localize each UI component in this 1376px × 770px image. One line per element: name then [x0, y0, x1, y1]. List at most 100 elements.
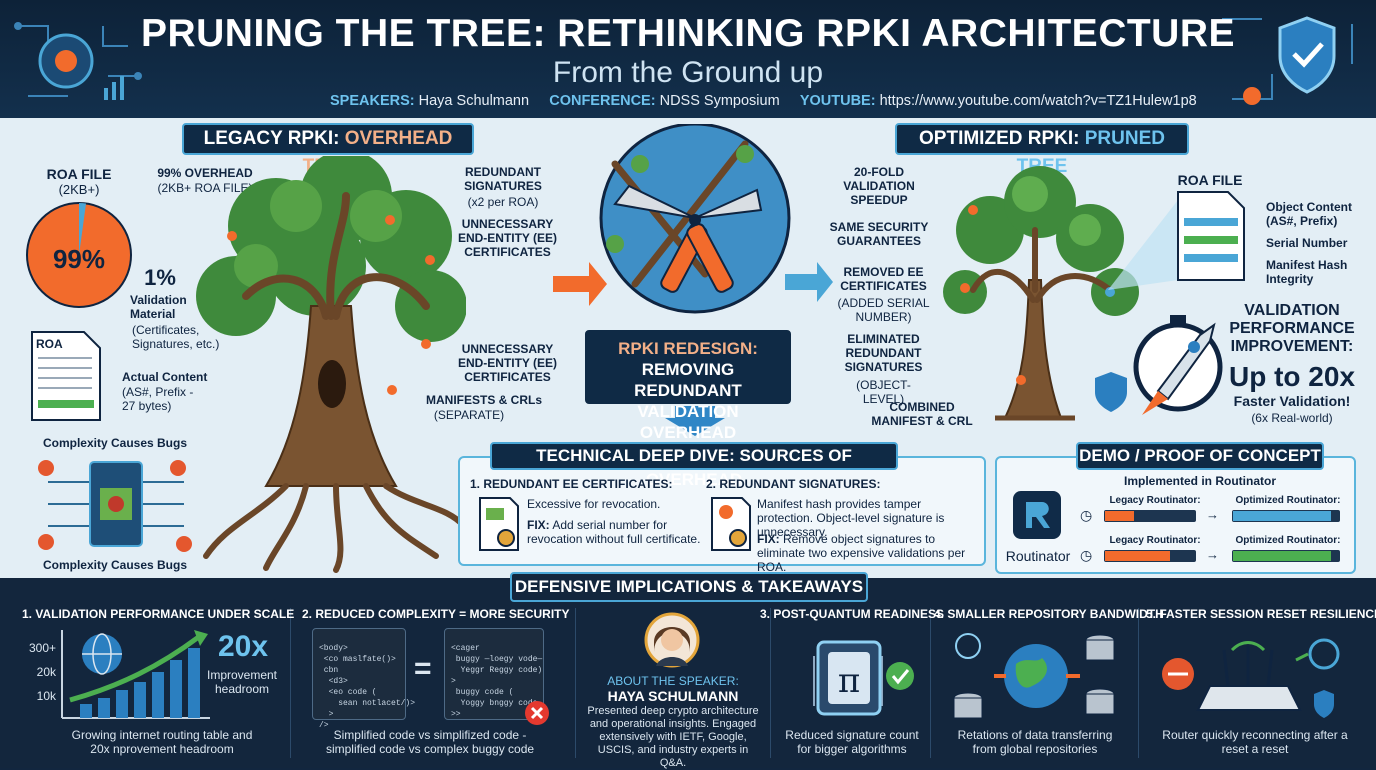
- header-banner: PRUNING THE TREE: RETHINKING RPKI ARCHIT…: [0, 0, 1376, 118]
- legacy-bar-2: [1104, 550, 1196, 562]
- removed-ee-sub: (ADDED SERIAL NUMBER): [837, 296, 930, 324]
- routinator-logo-label: Routinator: [1005, 548, 1071, 564]
- optimized-heading: OPTIMIZED RPKI: PRUNED TREE: [895, 123, 1189, 177]
- arrow-right-icon: [553, 262, 607, 306]
- speaker-bio: Presented deep crypto architecture and o…: [587, 705, 759, 769]
- redundant-signatures-sub: (x2 per ROA): [467, 195, 539, 209]
- growth-bar-chart-icon: [61, 630, 210, 719]
- twenty-x-label: 20x: [217, 630, 269, 663]
- arrow-right-icon-2: [785, 262, 833, 302]
- divider: [770, 608, 771, 758]
- pruned-tree-illustration: [943, 166, 1139, 421]
- deep-dive-item2-title: 2. REDUNDANT SIGNATURES:: [706, 477, 881, 491]
- optimized-roa-document-icon: [1108, 191, 1245, 290]
- bug-icon: [55, 50, 77, 72]
- arrow-down-icon: [665, 406, 725, 436]
- validation-material-sub: (Certificates, Signatures, etc.): [132, 323, 220, 351]
- optimized-heading-a: OPTIMIZED RPKI:: [919, 128, 1085, 149]
- perf-sub: Faster Validation!: [1233, 393, 1351, 409]
- refresh-icon: [1308, 638, 1340, 670]
- youtube-link[interactable]: https://www.youtube.com/watch?v=TZ1Hulew…: [879, 93, 1197, 109]
- redesign-line1: RPKI REDESIGN:: [618, 339, 758, 358]
- page-title: PRUNING THE TREE: RETHINKING RPKI ARCHIT…: [140, 12, 1236, 55]
- redesign-box: RPKI REDESIGN: REMOVING REDUNDANT VALIDA…: [585, 330, 791, 442]
- deep-dive-item2-fix: FIX: Remove object signatures to elimina…: [757, 532, 966, 574]
- divider: [290, 608, 291, 758]
- takeaway-3-title: 3. POST-QUANTUM READINESS: [760, 607, 945, 621]
- legacy-heading-a: LEGACY RPKI:: [203, 128, 345, 149]
- complexity-top-label: Complexity Causes Bugs: [42, 436, 188, 450]
- removed-ee-label: REMOVED EE CERTIFICATES: [840, 265, 927, 293]
- manifest-hash-label: Manifest Hash Integrity: [1266, 258, 1348, 286]
- perf-note: (6x Real-world): [1251, 411, 1333, 425]
- speakers-value: Haya Schulmann: [418, 93, 530, 109]
- perf-big: Up to 20x: [1228, 361, 1356, 392]
- deep-dive-item1-text: Excessive for revocation.: [527, 497, 661, 511]
- speaker-about-label: ABOUT THE SPEAKER:: [607, 674, 739, 688]
- divider: [575, 608, 576, 758]
- deep-dive-item1-fix: FIX: Add serial number for revocation wi…: [527, 518, 701, 546]
- deep-dive-item2-text: Manifest hash provides tamper protection…: [757, 497, 945, 539]
- legacy-bar-1: [1104, 510, 1196, 522]
- takeaways-panel: [0, 578, 1376, 768]
- optimized-bar-1-fill: [1233, 511, 1331, 521]
- validation-material-label: Validation Material: [130, 293, 187, 321]
- legacy-routinator-label-2: Legacy Routinator:: [1109, 535, 1201, 546]
- optimized-roa-title: ROA FILE: [1177, 172, 1243, 188]
- axis-label-300: 300+: [28, 641, 56, 655]
- legacy-heading: LEGACY RPKI: OVERHEAD TREE: [182, 123, 474, 177]
- object-content-label: Object Content (AS#, Prefix): [1266, 200, 1352, 228]
- one-percent-label: 1%: [144, 265, 176, 290]
- twenty-x-sub: Improvement headroom: [206, 668, 278, 696]
- divider: [930, 608, 931, 758]
- pi-icon: π: [838, 661, 860, 701]
- routinator-logo-icon: [1013, 491, 1061, 539]
- buggy-code-panel: <cager buggy —loegy vode— Yeggr Reggy co…: [444, 628, 544, 720]
- optimized-routinator-label-1: Optimized Routinator:: [1235, 495, 1341, 506]
- simplified-code-panel: <body> <co maslfate()> cbn <d3> <eo code…: [312, 628, 415, 730]
- legacy-tree-illustration: [196, 156, 466, 573]
- takeaway-2-title: 2. REDUCED COMPLEXITY = MORE SECURITY: [302, 607, 570, 621]
- eliminated-label: ELIMINATED REDUNDANT SIGNATURES: [844, 332, 923, 374]
- legacy-bar-1-fill: [1105, 511, 1134, 521]
- manifests-label: MANIFESTS & CRLs: [425, 393, 542, 407]
- error-x-icon: [525, 701, 549, 725]
- overhead-title: 99% OVERHEAD: [157, 166, 253, 180]
- stopwatch-icon-2: ◷: [1080, 547, 1093, 563]
- deep-dive-heading: TECHNICAL DEEP DIVE: SOURCES OF OVERHEAD: [490, 442, 898, 489]
- roa-file-title: ROA FILE: [46, 166, 112, 182]
- redundant-signatures-label: REDUNDANT SIGNATURES: [464, 165, 542, 193]
- roa-file-size: (2KB+): [58, 182, 100, 197]
- arrow-2: →: [1206, 547, 1219, 562]
- eliminated-sub: (OBJECT-LEVEL): [856, 378, 911, 406]
- speaker-avatar: [644, 612, 700, 668]
- youtube-label: YOUTUBE:: [799, 93, 876, 109]
- shears-icon: [613, 184, 763, 293]
- takeaway-3-caption: Reduced signature count for bigger algor…: [785, 728, 919, 756]
- speakers-label: SPEAKERS:: [330, 93, 415, 109]
- actual-content-label: Actual Content: [122, 370, 208, 384]
- pie-content-slice: [79, 203, 86, 255]
- complexity-bottom-label: Complexity Causes Bugs: [42, 558, 188, 572]
- takeaway-4-caption: Retations of data transferring from glob…: [957, 728, 1113, 756]
- buggy-chip-icon: [38, 460, 192, 552]
- serial-number-label: Serial Number: [1266, 236, 1348, 250]
- optimized-bar-2: [1232, 550, 1340, 562]
- certificate-icon: [479, 497, 519, 551]
- conference-value: NDSS Symposium: [659, 93, 780, 109]
- quantum-chip-icon: π: [813, 640, 914, 716]
- arrow-1: →: [1206, 507, 1219, 522]
- pruning-shears-illustration: [553, 124, 833, 436]
- deep-dive-item1-title: 1. REDUNDANT EE CERTIFICATES:: [470, 477, 673, 491]
- legacy-routinator-label-1: Legacy Routinator:: [1109, 495, 1201, 506]
- legacy-bar-2-fill: [1105, 551, 1170, 561]
- pie-center-label: 99%: [53, 244, 105, 274]
- divider: [1138, 608, 1139, 758]
- signature-doc-icon: [711, 497, 751, 551]
- optimized-routinator-label-2: Optimized Routinator:: [1235, 535, 1341, 546]
- takeaway-1-caption: Growing internet routing table and 20x n…: [71, 728, 253, 756]
- wifi-icon: [1230, 641, 1266, 652]
- axis-label-10k: 10k: [36, 689, 56, 703]
- roa-doc-label: ROA: [36, 337, 63, 351]
- talk-meta: SPEAKERS: Haya Schulmann CONFERENCE: NDS…: [330, 93, 1197, 109]
